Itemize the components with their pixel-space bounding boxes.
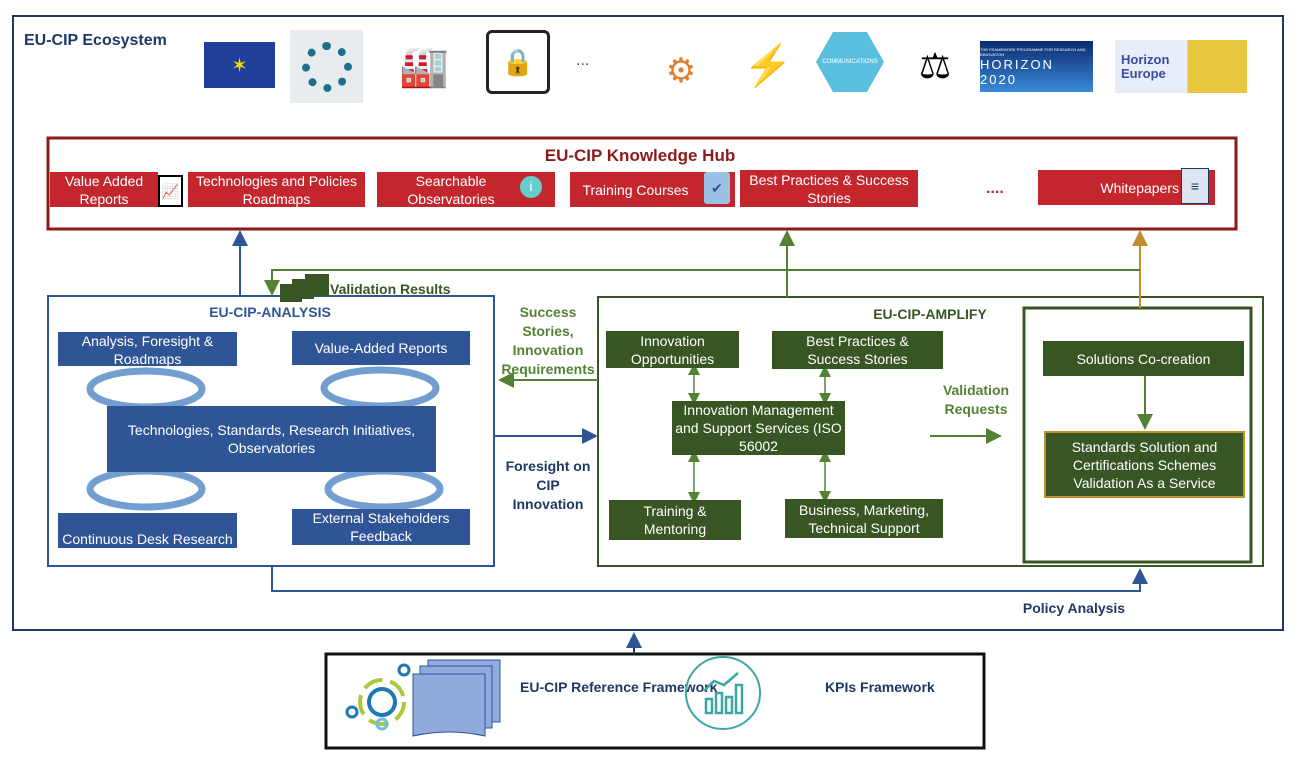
- amplify-item-business-support[interactable]: Business, Marketing, Technical Support: [785, 499, 943, 538]
- horizon-2020-logo: THE FRAMEWORK PROGRAMME FOR RESEARCH AND…: [980, 41, 1093, 92]
- analysis-item-foresight[interactable]: Analysis, Foresight & Roadmaps: [58, 332, 237, 367]
- validation-results-label: Validation Results: [330, 281, 451, 297]
- policy-analysis-label: Policy Analysis: [1022, 600, 1126, 616]
- ellipsis: ...: [576, 52, 590, 69]
- reference-framework-icon: [345, 659, 501, 737]
- horizon-europe-text: Horizon Europe: [1121, 51, 1170, 81]
- factory-power-icon: 🏭: [399, 44, 449, 89]
- validation-results-arrow: [264, 269, 1140, 296]
- analysis-item-desk-research[interactable]: Continuous Desk Research: [58, 513, 237, 548]
- clipboard-icon: ✔: [704, 172, 730, 204]
- foresight-label: Foresight on CIP Innovation: [505, 458, 591, 512]
- amplify-item-innovation-opportunities[interactable]: Innovation Opportunities: [606, 331, 739, 368]
- amplify-item-innovation-management[interactable]: Innovation Management and Support Servic…: [672, 401, 845, 455]
- horizon-2020-text: HORIZON 2020: [980, 56, 1054, 87]
- horizon-2020-caption: THE FRAMEWORK PROGRAMME FOR RESEARCH AND…: [980, 46, 1086, 57]
- hub-item-value-added-reports[interactable]: Value Added Reports: [50, 172, 158, 207]
- kpis-framework-label: KPIs Framework: [825, 679, 935, 695]
- analysis-item-value-added-reports[interactable]: Value-Added Reports: [292, 331, 470, 365]
- hub-title: EU-CIP Knowledge Hub: [544, 146, 736, 165]
- puzzle-people-icon: [290, 30, 363, 103]
- validation-requests-label: Validation Requests: [942, 382, 1010, 417]
- smart-city-icon: ⚙: [665, 52, 697, 90]
- ecosystem-frame: [12, 15, 1284, 631]
- kpi-chart-icon: [685, 656, 761, 730]
- whitepaper-icon: ≡: [1181, 168, 1209, 204]
- analysis-title: EU-CIP-ANALYSIS: [209, 304, 331, 320]
- amplify-frame: [597, 296, 1264, 567]
- hub-item-best-practices[interactable]: Best Practices & Success Stories: [740, 170, 918, 207]
- analysis-item-technologies[interactable]: Technologies, Standards, Research Initia…: [107, 406, 436, 472]
- power-pylon-icon: ⚡: [743, 43, 793, 88]
- hub-ellipsis: ....: [986, 180, 1004, 197]
- analysis-item-stakeholder-feedback[interactable]: External Stakeholders Feedback: [292, 509, 470, 545]
- person-justice-icon: ⚖: [918, 45, 952, 86]
- eu-flag-icon: ✶: [204, 42, 275, 88]
- foundation-frame: [324, 652, 986, 750]
- document-stack-icon: [280, 274, 329, 302]
- magnifier-info-icon: i: [517, 173, 545, 201]
- chip-lock-icon: 🔒: [486, 30, 550, 94]
- amplify-item-best-practices[interactable]: Best Practices & Success Stories: [772, 331, 943, 369]
- success-stories-label: Success Stories, Innovation Requirements: [501, 304, 595, 377]
- policy-analysis-arrow: [271, 566, 1148, 592]
- report-chart-icon: 📈: [158, 175, 183, 207]
- hub-item-roadmaps[interactable]: Technologies and Policies Roadmaps: [188, 172, 365, 207]
- amplify-inner-frame: [1022, 306, 1253, 564]
- hub-frame: [46, 136, 1238, 231]
- amplify-item-solutions-cocreation[interactable]: Solutions Co-creation: [1043, 341, 1244, 376]
- ecosystem-title: EU-CIP Ecosystem: [24, 32, 167, 49]
- amplify-item-training-mentoring[interactable]: Training & Mentoring: [609, 500, 741, 540]
- amplify-item-validation-service[interactable]: Standards Solution and Certifications Sc…: [1044, 431, 1245, 498]
- horizon-europe-logo: Horizon Europe: [1115, 40, 1247, 93]
- reference-framework-label: EU-CIP Reference Framework: [520, 679, 718, 695]
- amplify-title: EU-CIP-AMPLIFY: [873, 306, 987, 322]
